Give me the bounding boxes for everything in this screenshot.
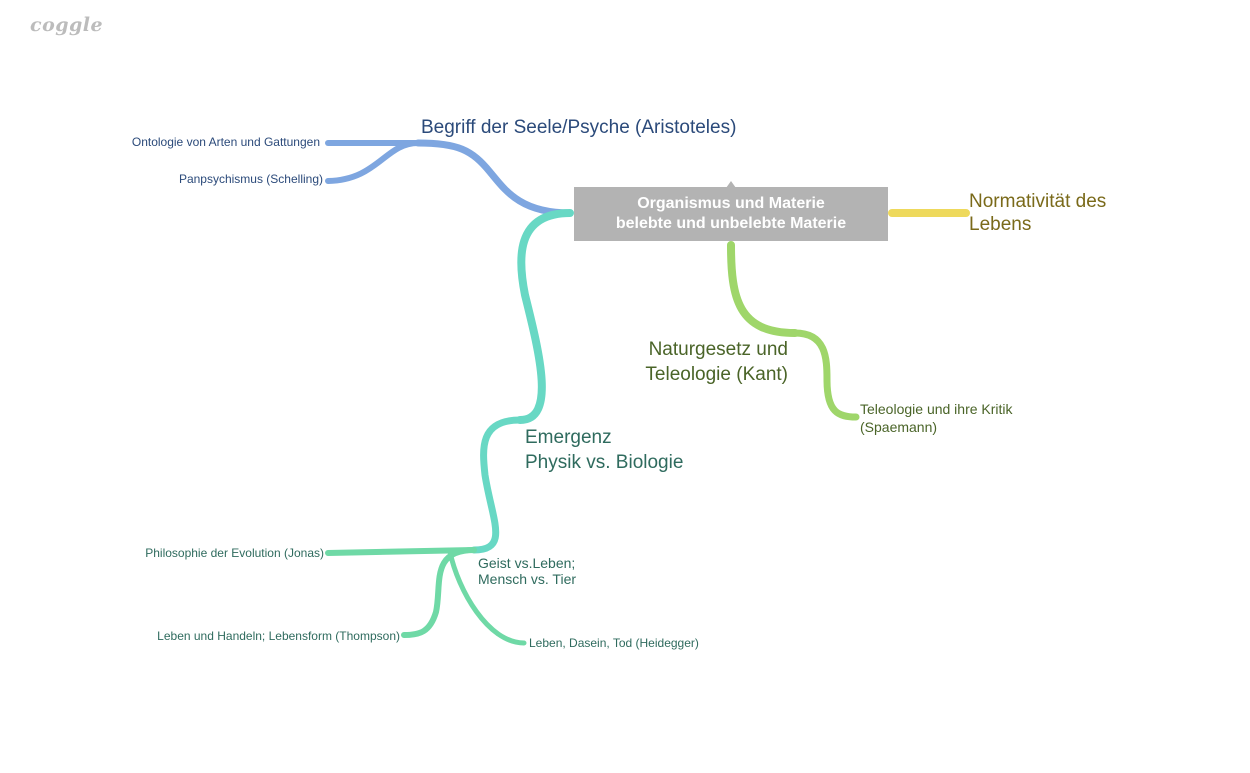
root-node-line2: belebte und unbelebte Materie [615,215,847,232]
node-emergenz[interactable]: Emergenz Physik vs. Biologie [525,425,683,475]
node-naturgesetz[interactable]: Naturgesetz und Teleologie (Kant) [645,337,788,387]
node-emergenz-line2: Physik vs. Biologie [525,452,684,473]
node-geist-line1: Geist vs.Leben; [478,555,576,571]
node-ontologie-label: Ontologie von Arten und Gattungen [131,135,320,149]
node-jonas-label: Philosophie der Evolution (Jonas) [145,546,324,560]
node-teleologie-kritik[interactable]: Teleologie und ihre Kritik (Spaemann) [860,400,1013,436]
node-normativitaet-line1: Normativität des [969,191,1107,212]
node-heidegger-label: Leben, Dasein, Tod (Heidegger) [529,636,699,650]
branch-panpsychismus [325,140,421,184]
branch-emergenz [516,209,574,424]
node-naturgesetz-line2: Teleologie (Kant) [645,364,788,385]
node-panpsychismus-label: Panpsychismus (Schelling) [178,172,323,186]
node-geist-line2: Mensch vs. Tier [478,571,577,587]
node-ontologie[interactable]: Ontologie von Arten und Gattungen [132,134,320,150]
branch-naturgesetz [727,241,799,337]
branch-seele [414,139,574,217]
node-heidegger[interactable]: Leben, Dasein, Tod (Heidegger) [529,635,699,651]
node-naturgesetz-line1: Naturgesetz und [648,339,788,360]
node-seele[interactable]: Begriff der Seele/Psyche (Aristoteles) [421,115,736,140]
node-normativitaet-line2: Lebens [969,214,1032,235]
node-teleologie-kritik-line1: Teleologie und ihre Kritik [860,401,1013,417]
node-normativitaet[interactable]: Normativität des Lebens [969,190,1106,236]
branch-geist [470,416,524,554]
coggle-logo[interactable]: coggle [30,14,104,36]
node-teleologie-kritik-line2: (Spaemann) [860,419,938,435]
node-seele-label: Begriff der Seele/Psyche (Aristoteles) [421,117,737,138]
node-jonas[interactable]: Philosophie der Evolution (Jonas) [145,545,324,561]
branch-teleologie [791,329,860,421]
node-panpsychismus[interactable]: Panpsychismus (Schelling) [179,171,323,187]
node-emergenz-line1: Emergenz [525,427,612,448]
node-thompson[interactable]: Leben und Handeln; Lebensform (Thompson) [157,628,400,644]
node-geist[interactable]: Geist vs.Leben; Mensch vs. Tier [478,555,576,587]
branch-heidegger [447,549,527,646]
root-node-line1: Organismus und Materie [637,195,825,212]
root-node[interactable]: Organismus und Materie belebte und unbel… [574,187,888,241]
root-collapse-handle[interactable] [726,181,736,188]
node-thompson-label: Leben und Handeln; Lebensform (Thompson) [157,629,400,643]
